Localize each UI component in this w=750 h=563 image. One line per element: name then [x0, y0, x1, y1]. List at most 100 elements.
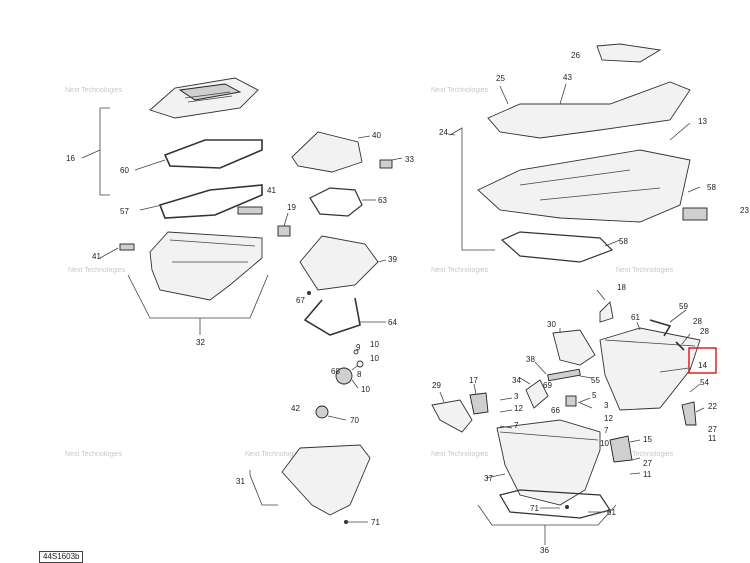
- tray-61: [599, 327, 701, 411]
- callout-label: 24: [439, 128, 448, 137]
- callout-label: 3: [514, 392, 519, 401]
- callout-label: 60: [120, 166, 129, 175]
- glovebox-31: [281, 444, 371, 516]
- callout-label: 33: [405, 155, 414, 164]
- leaders-left: [99, 159, 166, 259]
- screw-71a: [344, 520, 348, 524]
- callout-label: 42: [291, 404, 300, 413]
- bracket-18: [599, 301, 614, 323]
- callout-label: 17: [469, 376, 478, 385]
- callout-label: 25: [496, 74, 505, 83]
- storage-lid-assembly: [81, 77, 269, 335]
- ring-63: [309, 187, 363, 217]
- screw-71b: [565, 505, 569, 509]
- leader-40: [357, 135, 371, 139]
- leader-39: [377, 259, 387, 263]
- bracket-16: [81, 107, 110, 196]
- strap-59: [649, 319, 672, 337]
- callout-label: 38: [526, 355, 535, 364]
- callout-label: 10: [600, 439, 609, 448]
- cable-64: [303, 297, 361, 336]
- callout-label: 66: [551, 406, 560, 415]
- callout-label: 71: [371, 518, 380, 527]
- lid-seal-60: [163, 139, 263, 169]
- deck-detail: [519, 169, 661, 201]
- leader-19: [283, 212, 289, 227]
- storage-bin-32: [149, 231, 263, 301]
- callout-label: 54: [700, 378, 709, 387]
- callout-label: 22: [708, 402, 717, 411]
- callout-label: 7: [514, 421, 519, 430]
- callout-label: 9: [356, 343, 361, 352]
- knob-42: [315, 405, 329, 419]
- callout-label: 10: [370, 340, 379, 349]
- cap-23: [682, 207, 708, 221]
- bin-detail: [169, 239, 256, 263]
- deck-13: [477, 149, 691, 223]
- bracket-22: [681, 401, 697, 426]
- deck-assembly: [447, 43, 708, 263]
- callout-label: 27: [708, 425, 717, 434]
- watermark-group: Next Technologies Next Technologies Next…: [65, 87, 674, 458]
- compartment-rim: [499, 431, 599, 441]
- washer-10: [353, 349, 359, 355]
- watermark: Next Technologies: [245, 451, 303, 458]
- knob-68: [335, 367, 353, 385]
- panel-26: [596, 43, 662, 63]
- callout-label: 18: [617, 283, 626, 292]
- callout-label: 68: [331, 367, 340, 376]
- callout-label: 34: [512, 376, 521, 385]
- watermark: Next Technologies: [431, 267, 489, 274]
- callout-label: 12: [604, 414, 613, 423]
- watermark: Next Technologies: [616, 267, 674, 274]
- callout-label: 16: [66, 154, 75, 163]
- leaders-deck: [499, 83, 701, 247]
- callout-label: 39: [388, 255, 397, 264]
- lid-grille: [178, 83, 242, 101]
- diagram-reference-code: 44S1603b: [39, 551, 84, 563]
- highlighted-callout: 14: [698, 361, 707, 370]
- callout-label: 11: [708, 434, 717, 443]
- clip-19: [277, 225, 291, 237]
- callout-label: 11: [643, 470, 652, 479]
- mat-43: [487, 81, 691, 139]
- latch-29: [431, 399, 473, 433]
- callout-label: 55: [591, 376, 600, 385]
- leader-42: [327, 415, 347, 421]
- callout-label: 23: [740, 206, 749, 215]
- callout-label: 58: [619, 237, 628, 246]
- watermark: Next Technologies: [65, 451, 123, 458]
- watermark: Next Technologies: [65, 87, 123, 94]
- leader-14: [659, 367, 690, 373]
- callout-label: 31: [236, 477, 245, 486]
- gasket-61b: [499, 489, 611, 519]
- callout-label: 71: [530, 504, 539, 513]
- leader-68: [351, 364, 359, 389]
- callout-label: 10: [370, 354, 379, 363]
- gasket-57: [158, 184, 263, 219]
- callout-label: 10: [361, 385, 370, 394]
- callout-label: 30: [547, 320, 556, 329]
- callout-label: 15: [643, 435, 652, 444]
- callout-label: 61: [631, 313, 640, 322]
- callout-labels: 16 60 57 41 41 40 33 63 19 39 67 64 32 9…: [66, 51, 749, 555]
- callout-label: 8: [357, 370, 362, 379]
- cover-30: [552, 329, 596, 366]
- leaders-compartment: [439, 289, 705, 513]
- screw-67: [307, 291, 311, 295]
- callout-label: 37: [484, 474, 493, 483]
- bracket-24: [447, 127, 495, 251]
- callout-label: 57: [120, 207, 129, 216]
- compartment-37: [496, 419, 601, 506]
- highlight-box-14: [688, 347, 717, 374]
- callout-label: 59: [679, 302, 688, 311]
- bracket-36: [477, 504, 617, 545]
- callout-label: 12: [514, 404, 523, 413]
- seal-58: [500, 231, 614, 263]
- callout-label: 5: [592, 391, 597, 400]
- watermark: Next Technologies: [68, 267, 126, 274]
- callout-label: 43: [563, 73, 572, 82]
- callout-label: 64: [388, 318, 397, 327]
- watermark: Next Technologies: [431, 451, 489, 458]
- callout-label: 3: [604, 401, 609, 410]
